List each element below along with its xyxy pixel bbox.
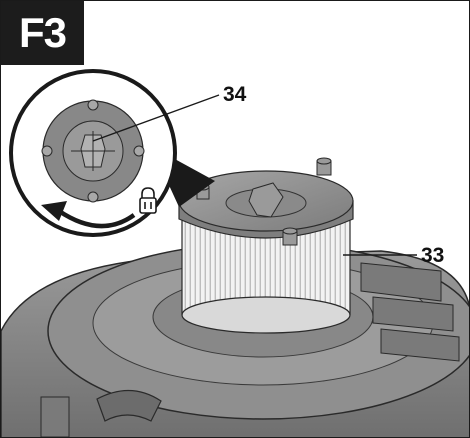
- leader-line-34: [92, 94, 220, 142]
- pleated-filter: [178, 157, 354, 334]
- figure-tag: F3: [1, 1, 84, 65]
- padlock-icon: [139, 187, 157, 214]
- rotate-counterclockwise-arrow-icon: [41, 201, 136, 229]
- callout-33: 33: [421, 244, 445, 267]
- callout-34: 34: [223, 83, 247, 106]
